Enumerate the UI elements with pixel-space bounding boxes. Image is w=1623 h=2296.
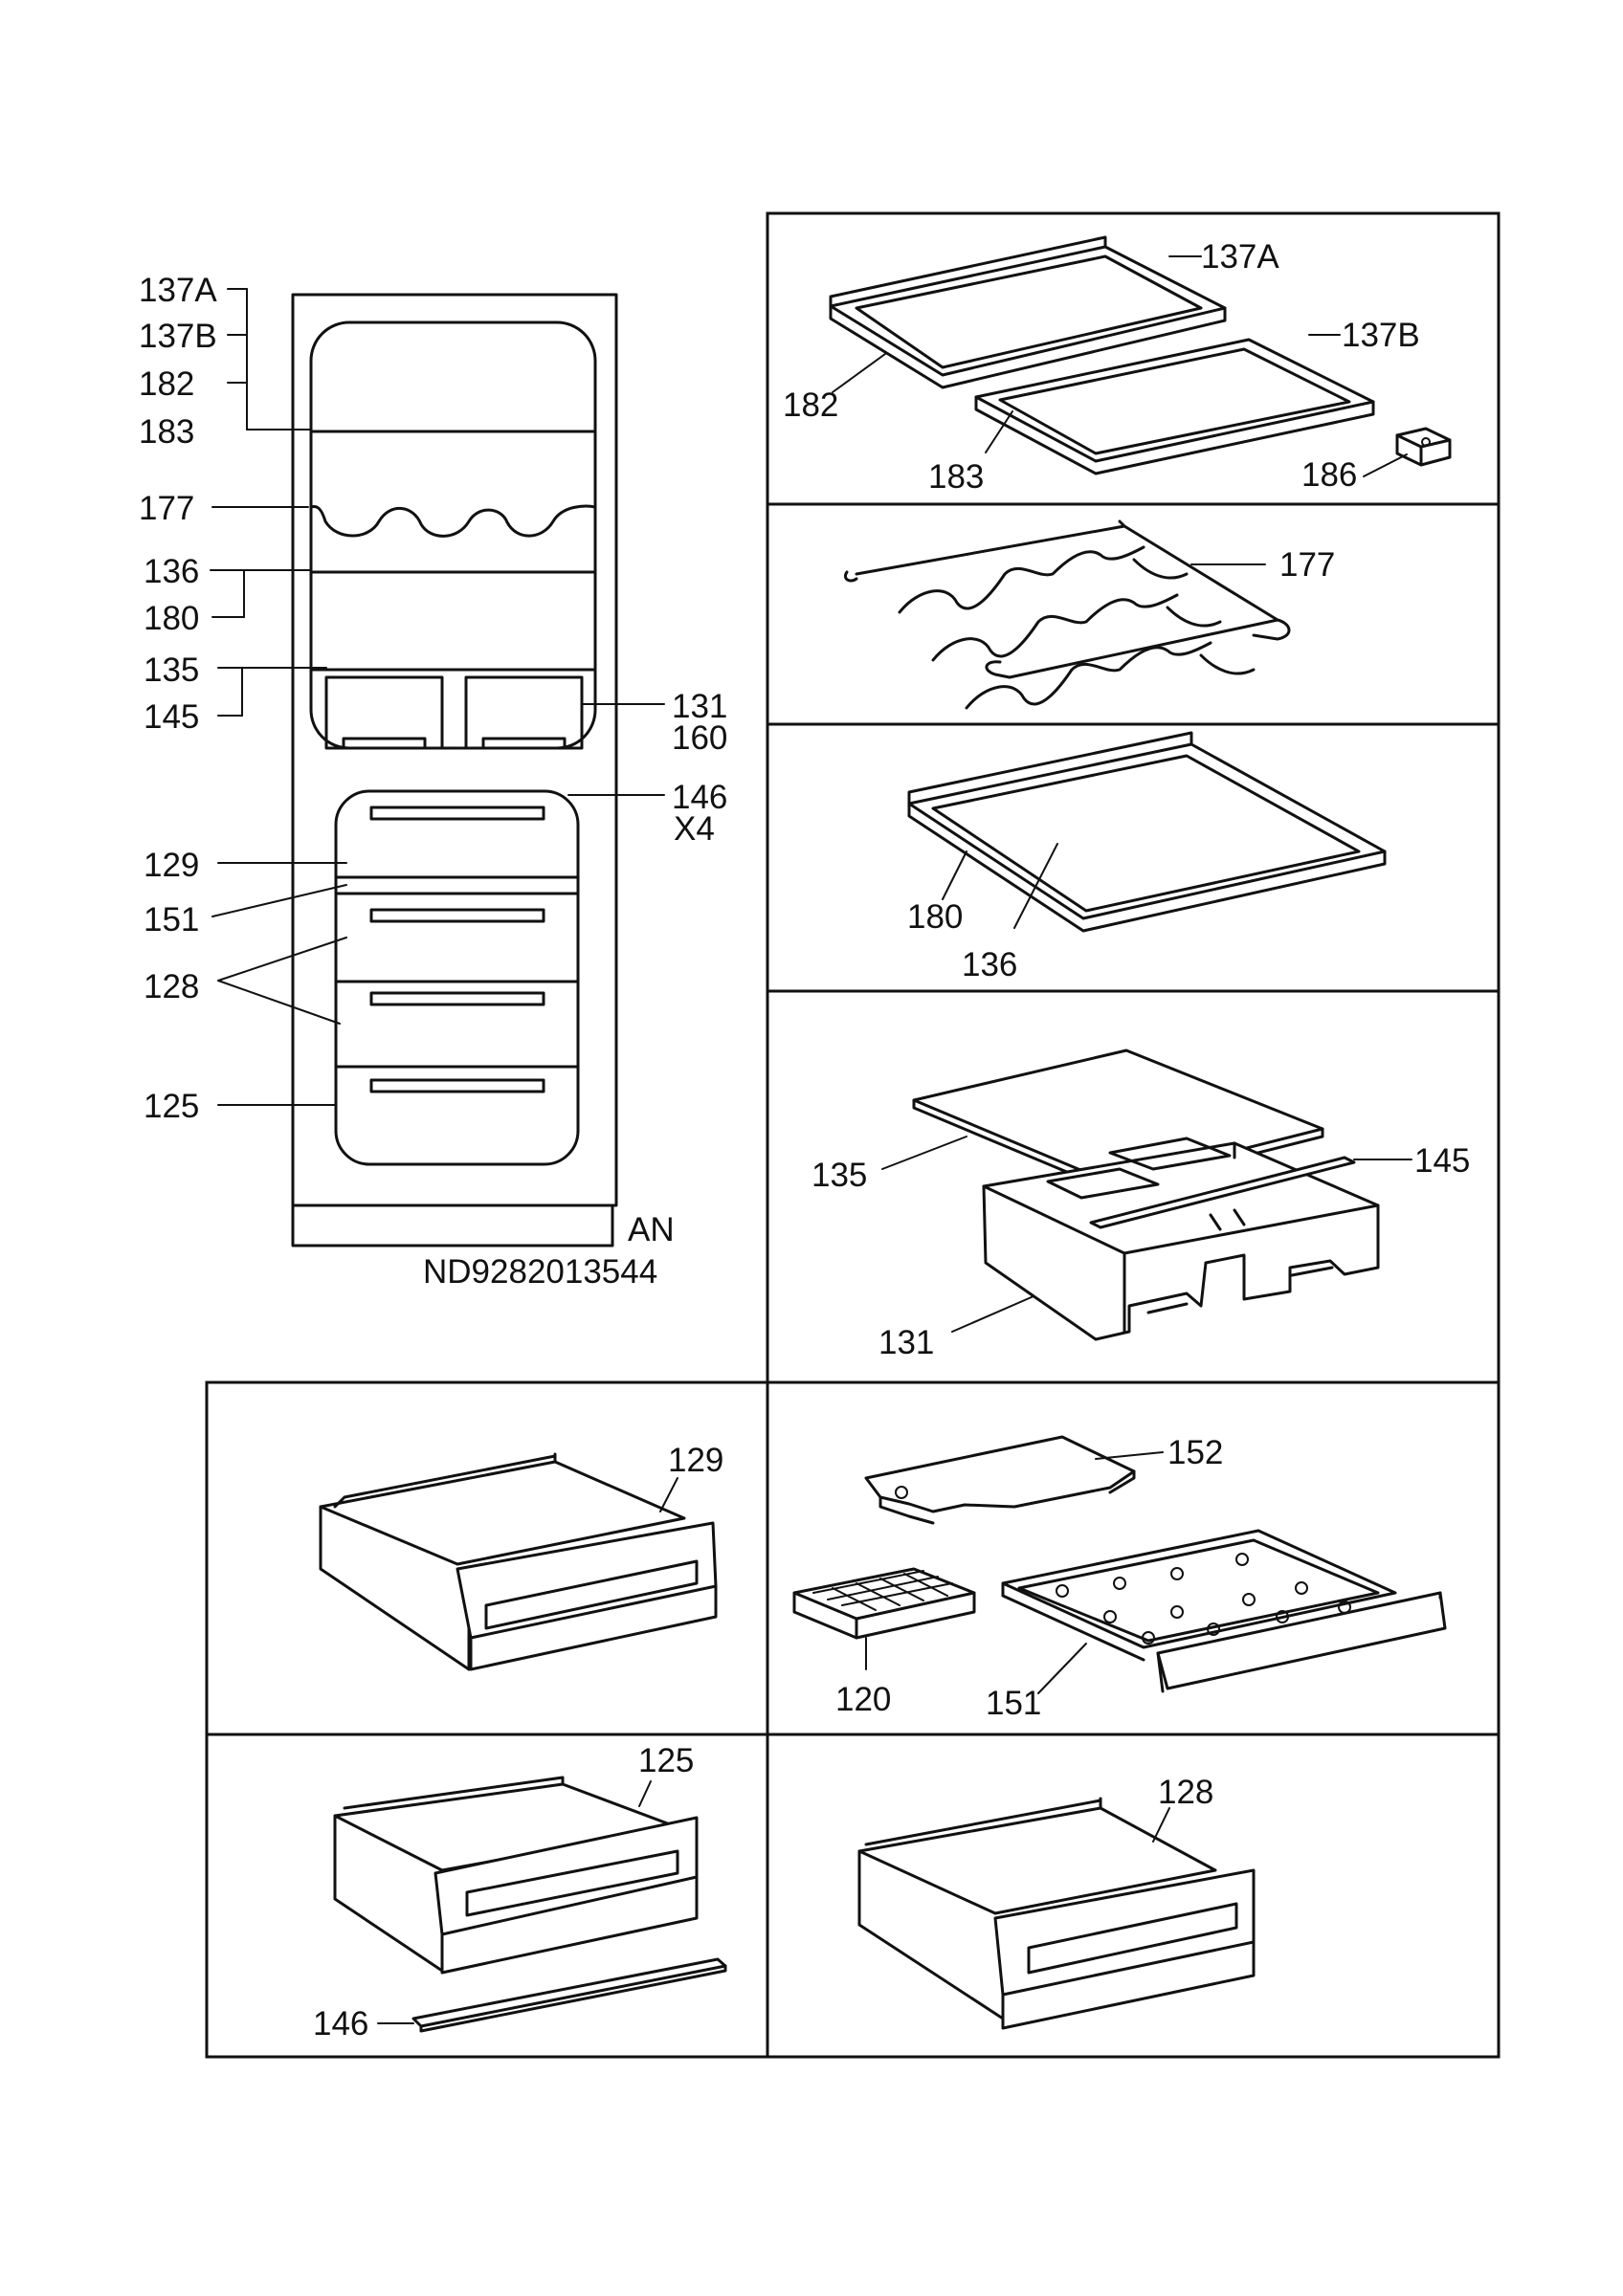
callout-146: 146: [672, 779, 727, 816]
panel-crisper: 135 145 131: [812, 1049, 1470, 1361]
callout-160: 160: [672, 719, 727, 757]
shelf-137A-drawing: [829, 235, 1227, 389]
panel-bottle-rack: 177: [843, 519, 1335, 710]
label-120: 120: [835, 1681, 891, 1718]
label-183: 183: [928, 458, 984, 496]
callout-137B: 137B: [139, 318, 217, 355]
label-180: 180: [907, 898, 963, 936]
strip-145-drawing: [1089, 1156, 1356, 1229]
label-135: 135: [812, 1157, 867, 1194]
panel-drawer-128: 128: [857, 1774, 1256, 2030]
shelf-137B-drawing: [974, 338, 1375, 475]
strip-146-drawing: [411, 1957, 727, 2033]
label-177: 177: [1279, 546, 1335, 584]
callout-180: 180: [144, 600, 199, 637]
callout-128: 128: [144, 968, 199, 1005]
callout-136: 136: [144, 553, 199, 590]
callout-177: 177: [139, 490, 194, 527]
ice-tray-120-drawing: [792, 1567, 976, 1640]
callout-129: 129: [144, 847, 199, 884]
label-128: 128: [1158, 1774, 1213, 1811]
panel-frames: [205, 211, 1501, 2059]
panel-drawer-125: 125 146: [313, 1742, 727, 2042]
callout-151: 151: [144, 901, 199, 938]
callout-131: 131: [672, 688, 727, 725]
label-131: 131: [878, 1324, 934, 1361]
overview-leaders: [210, 288, 665, 1106]
label-151: 151: [986, 1685, 1041, 1722]
callout-183: 183: [139, 413, 194, 451]
callout-145: 145: [144, 698, 199, 736]
label-186: 186: [1301, 456, 1357, 494]
label-129: 129: [668, 1442, 723, 1479]
label-136: 136: [962, 946, 1017, 983]
label-145: 145: [1414, 1142, 1470, 1180]
panel-freezer-accessories: 152 120 151: [792, 1434, 1447, 1722]
callout-135: 135: [144, 651, 199, 689]
overview-labels: 137A 137B 182 183 177 136 180 135 145 13…: [139, 272, 727, 1291]
callout-182: 182: [139, 365, 194, 403]
tray-151-drawing: [1001, 1529, 1447, 1693]
drawing-code: ND9282013544: [423, 1253, 657, 1291]
callout-146-quantity: X4: [674, 810, 715, 848]
label-152: 152: [1167, 1434, 1223, 1471]
label-137A: 137A: [1201, 238, 1279, 276]
callout-125: 125: [144, 1088, 199, 1125]
clip-186-drawing: [1395, 427, 1452, 467]
label-125: 125: [638, 1742, 694, 1779]
appliance-overview: [291, 293, 618, 1247]
label-146: 146: [313, 2005, 368, 2042]
panel-drawer-129: 129: [319, 1442, 723, 1671]
callout-137A: 137A: [139, 272, 217, 309]
plate-152-drawing: [864, 1435, 1136, 1525]
label-137B: 137B: [1342, 317, 1420, 354]
label-182: 182: [783, 386, 838, 424]
panel-glass-shelf: 180 136: [907, 731, 1387, 983]
variant-label: AN: [628, 1211, 675, 1248]
panel-shelves: 137A 137B 182 183 186: [783, 235, 1452, 496]
